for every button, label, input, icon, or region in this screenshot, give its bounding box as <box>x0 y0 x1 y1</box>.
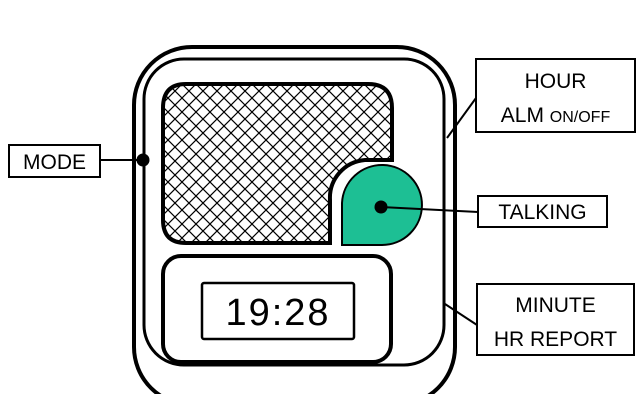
mode-label: MODE <box>23 151 86 174</box>
minute-callout: MINUTE HR REPORT <box>476 283 635 356</box>
hour-label: HOUR <box>525 70 587 93</box>
alarm-label-small: ON/OFF <box>550 109 611 126</box>
hour-report-label: HR REPORT <box>494 328 617 351</box>
alarm-label-main: ALM <box>501 104 550 127</box>
alarm-toggle-label: ALM ON/OFF <box>501 104 611 127</box>
talking-label: TALKING <box>498 201 586 224</box>
speaker-grille <box>161 82 394 245</box>
lcd-window <box>200 281 356 341</box>
mode-callout: MODE <box>8 144 101 178</box>
talking-leader-line <box>380 206 479 213</box>
minute-label: MINUTE <box>515 294 596 317</box>
minute-leader-line <box>444 303 478 326</box>
hour-leader-line <box>446 97 477 139</box>
hour-callout: HOUR ALM ON/OFF <box>475 58 636 133</box>
lcd-time: 19:28 <box>225 292 330 334</box>
talking-callout: TALKING <box>477 195 608 228</box>
